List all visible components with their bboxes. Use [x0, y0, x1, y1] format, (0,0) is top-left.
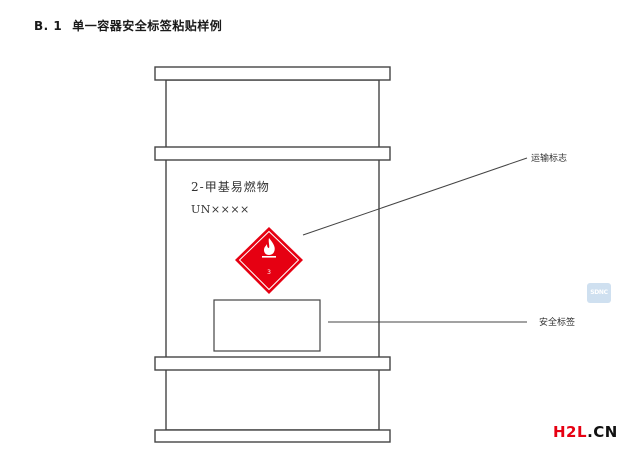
drum-top-rim	[154, 66, 391, 81]
flame-icon	[262, 238, 276, 258]
hazard-diamond-border	[238, 230, 300, 291]
transport-label-callout: 运输标志	[531, 152, 567, 164]
drum-bottom-rim	[154, 429, 391, 443]
brand-logo: H2L.CN	[553, 423, 618, 441]
watermark-logo: SDNC	[587, 283, 611, 303]
figure-title: 单一容器安全标签粘贴样例	[72, 19, 223, 33]
hazard-diamond: 3	[235, 227, 303, 294]
safety-label-callout: 安全标签	[539, 316, 575, 328]
hazard-class-number: 3	[267, 269, 271, 276]
figure-heading: B. 1 单一容器安全标签粘贴样例	[34, 17, 222, 34]
brand-prefix: H2L	[553, 423, 588, 441]
drum-lower-hoop	[154, 356, 391, 371]
product-name: 2-甲基易燃物	[191, 179, 270, 194]
figure-number: B. 1	[34, 19, 63, 33]
brand-suffix: .CN	[587, 423, 618, 441]
drum-upper-hoop	[154, 146, 391, 161]
un-number: UN××××	[191, 203, 250, 216]
watermark-text: SDNC	[590, 289, 608, 296]
transport-label-leader	[302, 157, 528, 236]
safety-label-box	[213, 299, 321, 352]
hazard-diamond-shape	[235, 227, 303, 294]
